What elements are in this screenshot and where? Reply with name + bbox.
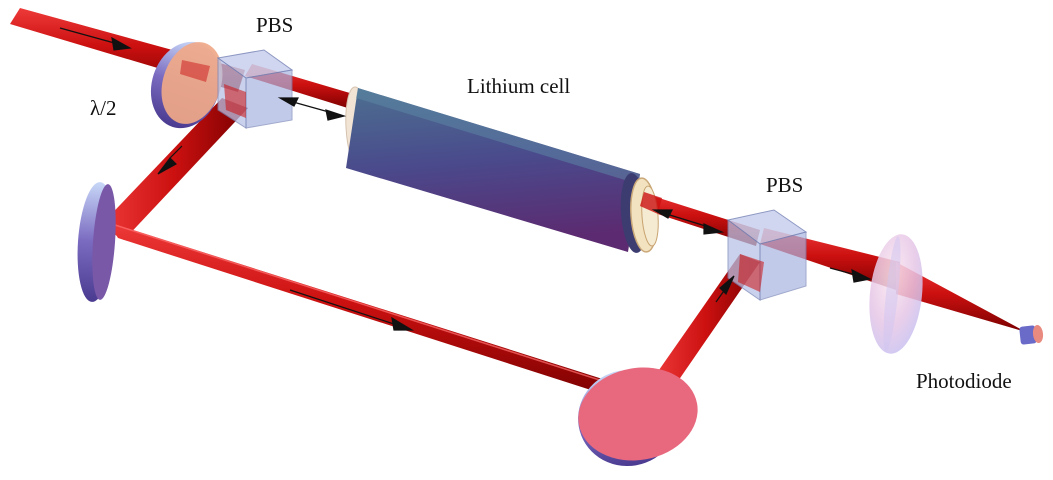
pbs-output-label: PBS (766, 173, 803, 197)
lithium-cell-label: Lithium cell (467, 74, 570, 98)
half-wave-plate (150, 41, 223, 129)
mirror-left (77, 182, 116, 302)
pbs-cube-output (726, 209, 808, 301)
pbs-input-label: PBS (256, 13, 293, 37)
lithium-cell (345, 86, 659, 253)
photodiode (1019, 325, 1044, 345)
mirror-bottom (578, 367, 698, 467)
beam-mirror2-to-pbs2 (652, 254, 760, 384)
direction-arrows (59, 27, 872, 331)
beam-pbs1-to-mirror1 (100, 98, 248, 240)
focusing-lens (869, 234, 923, 354)
beam-mirror1-to-mirror2 (108, 222, 622, 400)
focused-beam (896, 262, 1026, 332)
pbs-cube-input (216, 49, 294, 129)
photodiode-label: Photodiode (916, 369, 1012, 393)
half-wave-plate-label: λ/2 (90, 96, 117, 120)
